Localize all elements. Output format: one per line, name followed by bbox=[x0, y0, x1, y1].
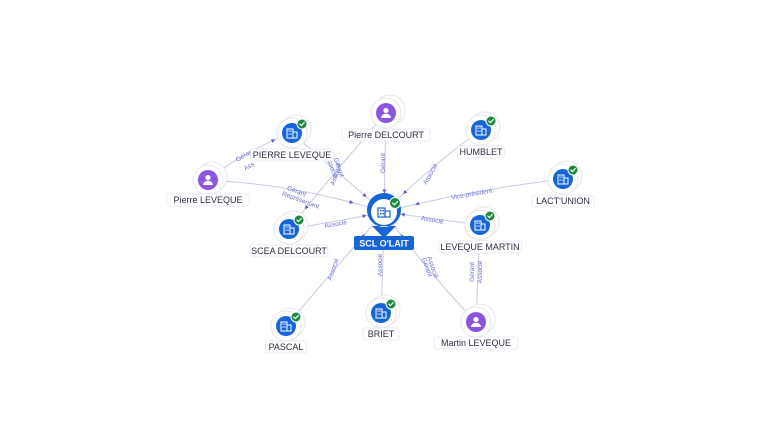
verified-badge-icon bbox=[385, 298, 397, 310]
person-icon bbox=[471, 316, 481, 327]
edge-arrow-icon bbox=[403, 189, 408, 194]
node-label: BRIET bbox=[368, 329, 395, 339]
building-icon bbox=[375, 308, 387, 319]
node-pierre-delcourt[interactable]: Pierre DELCOURT bbox=[341, 94, 431, 142]
edge-label: Vice-président bbox=[451, 187, 493, 201]
node-label: LEVEQUE MARTIN bbox=[440, 242, 519, 252]
verified-badge-icon bbox=[389, 197, 401, 209]
edge-label: Associé bbox=[326, 257, 340, 281]
edge-arrow-icon bbox=[349, 200, 354, 204]
node-label: Pierre LEVEQUE bbox=[173, 195, 242, 205]
building-icon bbox=[286, 128, 298, 139]
node-label: PASCAL bbox=[269, 342, 304, 352]
center-node[interactable]: SCL O'LAIT bbox=[354, 193, 414, 250]
node-label: PIERRE LEVEQUE bbox=[253, 150, 332, 160]
node-label-box bbox=[362, 327, 400, 341]
center-label-box bbox=[354, 236, 414, 250]
building-icon bbox=[557, 174, 569, 185]
node-leveque-martin[interactable]: LEVEQUE MARTIN bbox=[438, 206, 522, 254]
node-label-box bbox=[531, 194, 595, 208]
edge-label: Gérant bbox=[380, 153, 387, 173]
edge-line bbox=[207, 179, 385, 213]
node-martin-leveque[interactable]: Martin LEVEQUE bbox=[434, 303, 518, 350]
edge-label: Gérant bbox=[469, 262, 476, 282]
edge-arrow-icon bbox=[304, 204, 309, 210]
node-label-box bbox=[457, 145, 505, 159]
verified-badge-icon bbox=[290, 311, 302, 323]
node-pierre-leveque[interactable]: Pierre LEVEQUE bbox=[166, 161, 250, 207]
edge-arrow-icon bbox=[382, 189, 387, 194]
edge-label: Associé bbox=[477, 260, 484, 283]
node-label-box bbox=[341, 128, 431, 142]
node-briet[interactable]: BRIET bbox=[362, 294, 401, 341]
node-scea-delcourt[interactable]: SCEA DELCOURT bbox=[249, 210, 329, 258]
verified-badge-icon bbox=[293, 214, 305, 226]
node-label-box bbox=[264, 340, 307, 354]
node-pascal[interactable]: PASCAL bbox=[264, 307, 307, 354]
person-icon bbox=[203, 174, 213, 185]
edge-label: Associé bbox=[420, 215, 444, 226]
person-icon bbox=[381, 107, 391, 118]
edge-arrow-icon bbox=[415, 201, 420, 206]
node-label-box bbox=[434, 336, 518, 350]
node-humblet[interactable]: HUMBLET bbox=[457, 111, 505, 159]
node-label-box bbox=[249, 244, 329, 258]
edge-arrow-icon bbox=[362, 192, 367, 198]
edge-label: Ass bbox=[243, 161, 257, 173]
edge-label: Associé bbox=[377, 253, 384, 276]
node-label-box bbox=[250, 148, 334, 162]
building-icon bbox=[474, 220, 486, 231]
node-label-box bbox=[166, 193, 250, 207]
verified-badge-icon bbox=[485, 115, 497, 127]
node-label: Pierre DELCOURT bbox=[348, 130, 424, 140]
edge-arrow-icon bbox=[270, 139, 276, 143]
building-icon bbox=[280, 321, 292, 332]
node-label: HUMBLET bbox=[459, 147, 503, 157]
verified-badge-icon bbox=[484, 210, 496, 222]
node-label-box bbox=[438, 240, 522, 254]
building-icon bbox=[377, 207, 391, 218]
building-icon bbox=[283, 224, 295, 235]
verified-badge-icon bbox=[296, 118, 308, 130]
nodes-layer: Pierre DELCOURT PIERRE LEVEQUE HUMBLET Pier… bbox=[166, 94, 595, 354]
edge-line bbox=[383, 178, 564, 213]
node-label: Martin LEVEQUE bbox=[441, 338, 511, 348]
node-label: LACT'UNION bbox=[536, 196, 590, 206]
building-icon bbox=[475, 125, 487, 136]
verified-badge-icon bbox=[567, 164, 579, 176]
edge-label: Associé bbox=[324, 219, 348, 230]
center-label: SCL O'LAIT bbox=[359, 239, 409, 249]
edge-arrow-icon bbox=[362, 214, 367, 219]
node-label: SCEA DELCOURT bbox=[251, 246, 327, 256]
edge-arrow-icon bbox=[400, 212, 405, 217]
node-pierre-leveque-co[interactable]: PIERRE LEVEQUE bbox=[250, 114, 334, 162]
node-lactunion[interactable]: LACT'UNION bbox=[531, 160, 595, 208]
